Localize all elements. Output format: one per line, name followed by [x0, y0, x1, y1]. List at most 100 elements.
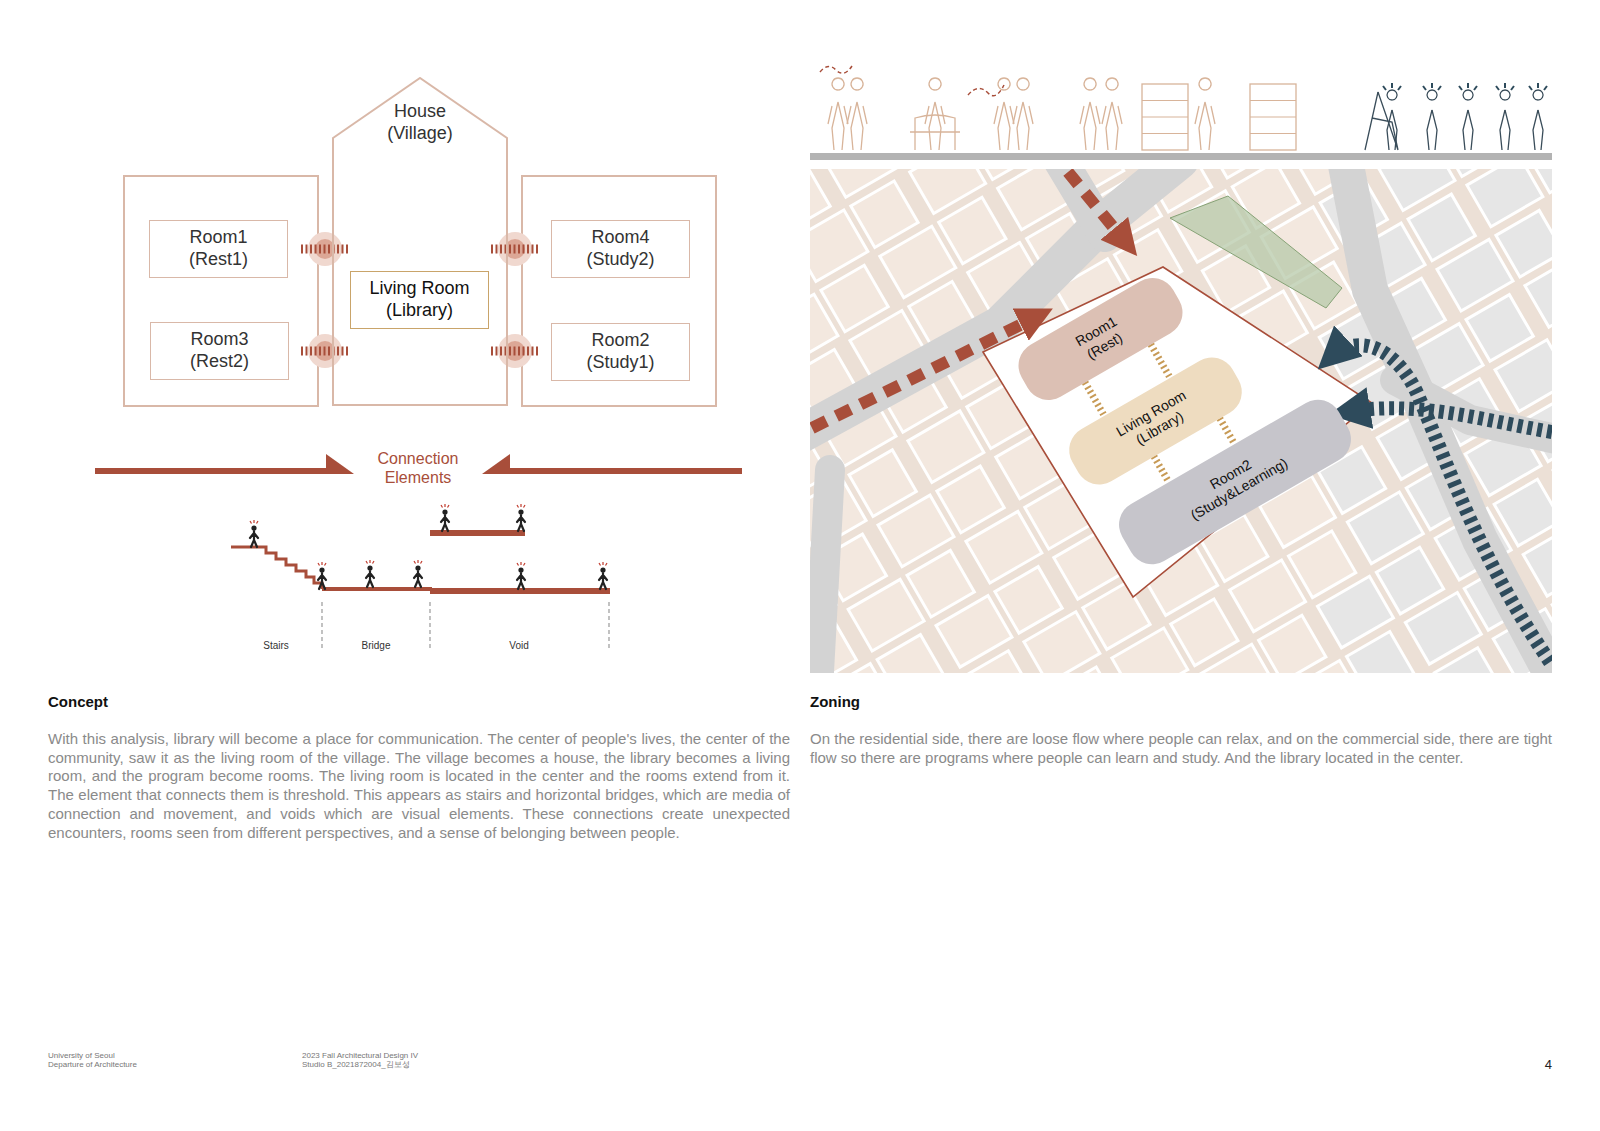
- drawing-path: [829, 112, 848, 150]
- upper-platform: [430, 530, 525, 536]
- drawing-circle: [1106, 99, 1118, 111]
- room-box: Room3 (Rest2): [150, 322, 289, 380]
- drawing-path: [926, 112, 945, 150]
- drawing-rect: [1259, 615, 1326, 673]
- ladder-connector: [1154, 456, 1169, 482]
- drawing-path: [318, 562, 326, 566]
- drawing-rect: [877, 635, 944, 673]
- drawing-path: [414, 571, 422, 587]
- ladder-connector: [1085, 382, 1104, 415]
- drawing-circle: [415, 565, 420, 570]
- arrow-head: [326, 454, 354, 474]
- node-text: Room2 (Study1): [586, 330, 654, 373]
- drawing-path: [1080, 78, 1100, 150]
- drawing-rect: [965, 651, 1032, 673]
- void-floor: [430, 588, 610, 594]
- drawing-path: [599, 562, 607, 566]
- buildings: [810, 169, 1552, 673]
- drawing-rect: [821, 265, 888, 332]
- drawing-rect: [1408, 194, 1475, 261]
- drawing-rect: [1171, 599, 1238, 666]
- connection-label: Connection Elements: [358, 449, 478, 487]
- drawing-g: [599, 562, 607, 589]
- drawing-g: [366, 560, 374, 587]
- drawing-circle: [251, 525, 256, 530]
- drawing-circle: [518, 567, 523, 572]
- ladder-connector: [1220, 418, 1235, 444]
- drawing-rect: [1526, 169, 1552, 193]
- drawing-path: [517, 573, 525, 589]
- node-text: Room1 (Rest1): [189, 227, 248, 270]
- node-text: Room1 (Rest): [1072, 313, 1128, 365]
- arrow-head: [482, 454, 510, 474]
- drawing-path: [250, 520, 258, 524]
- drawing-path: [910, 115, 960, 150]
- body-paragraph: On the residential side, there are loose…: [810, 730, 1552, 767]
- drawing-line: [1250, 100, 1296, 101]
- node-text: House (Village): [370, 101, 470, 144]
- drawing-path: [818, 470, 830, 673]
- drawing-circle: [1084, 99, 1096, 111]
- drawing-path: [1529, 83, 1547, 90]
- drawing-path: [1081, 112, 1100, 150]
- drawing-line: [1142, 133, 1188, 134]
- drawing-rect: [1142, 84, 1188, 150]
- drawing-path: [848, 112, 867, 150]
- drawing-rect: [1496, 210, 1552, 277]
- ground-bar: [810, 153, 1552, 160]
- drawing-path: [1365, 92, 1398, 150]
- drawing-rect: [851, 181, 918, 248]
- drawing-rect: [1053, 667, 1120, 673]
- drawing-path: [441, 504, 449, 508]
- node-text: Room3 (Rest2): [190, 329, 249, 372]
- drawing-rect: [1376, 547, 1443, 614]
- house-shape: House (Village) Living Room (Library): [332, 77, 508, 406]
- drawing-g: [441, 504, 449, 531]
- drawing-path: [366, 571, 374, 587]
- node-text: Room2 (Study&Learning): [1179, 440, 1290, 524]
- drawing-path: [968, 85, 1004, 96]
- drawing-circle: [319, 567, 324, 572]
- drawing-circle: [600, 567, 605, 572]
- node-text: Room4 (Study2): [586, 227, 654, 270]
- flow-arrow: [1068, 172, 1128, 245]
- drawing-rect: [1466, 295, 1533, 362]
- drawing-circle: [1017, 99, 1029, 111]
- drawing-rect: [1250, 84, 1296, 150]
- body-paragraph: With this analysis, library will become …: [48, 730, 790, 842]
- drawing-rect: [1024, 612, 1100, 673]
- section-heading: Concept: [48, 693, 348, 710]
- drawing-path: [517, 515, 525, 531]
- drawing-line: [1250, 133, 1296, 134]
- drawing-path: [318, 573, 326, 589]
- living-room-box: Living Room (Library): [350, 271, 489, 329]
- drawing-path: [1459, 83, 1477, 90]
- drawing-g: [250, 520, 258, 547]
- drawing-path: [995, 112, 1014, 150]
- room-box: Room2 (Study1): [551, 323, 690, 381]
- drawing-rect: [1525, 256, 1552, 328]
- drawing-circle: [998, 99, 1010, 111]
- connection-arrow: [506, 468, 742, 474]
- footer-text: University of Seoul: [48, 1051, 248, 1060]
- right-wing: [522, 176, 716, 406]
- drawing-rect: [1346, 632, 1413, 673]
- drawing-path: [1463, 90, 1473, 150]
- drawing-path: [1500, 90, 1510, 150]
- divider: [321, 602, 322, 648]
- drawing-path: [366, 560, 374, 564]
- drawing-rect: [937, 466, 1004, 533]
- left-wing: [124, 176, 318, 406]
- site-boundary: [983, 267, 1372, 597]
- section-label: Void: [489, 640, 549, 651]
- drawing-rect: [1523, 525, 1552, 597]
- drawing-path: [994, 78, 1014, 150]
- node-text: Living Room (Library): [1110, 385, 1200, 456]
- drawing-line: [301, 347, 349, 356]
- footer-text: Studio B_2021872004_김보성: [302, 1060, 522, 1069]
- site-map: [810, 169, 1552, 673]
- drawing-circle: [442, 509, 447, 514]
- drawing-g: [318, 562, 326, 589]
- people: [250, 504, 607, 589]
